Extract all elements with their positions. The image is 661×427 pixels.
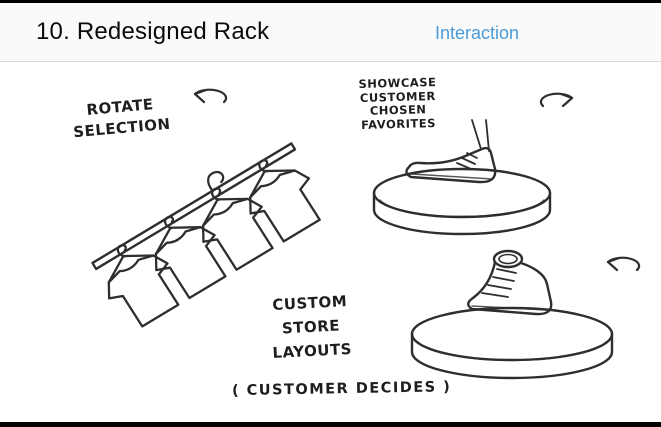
tshirt-hanger-icon — [87, 228, 190, 335]
tshirt-hanger-icon — [134, 200, 237, 307]
rotate-arrow-icon — [193, 88, 228, 104]
tshirt-rack-sketch — [87, 142, 332, 335]
tshirt-hanger-icon — [229, 143, 332, 250]
nav-tab-interaction[interactable]: Interaction — [435, 23, 520, 43]
sneaker-icon — [405, 119, 497, 184]
turntable-sneaker-sketch — [372, 119, 552, 236]
turntable-hightop-sketch — [410, 249, 614, 380]
rotate-arrow-icon — [539, 92, 574, 108]
hightop-shoe-icon — [467, 249, 553, 316]
sketch-canvas: ROTATE SELECTION SHOWCASE CUSTOMER CHOSE… — [0, 63, 661, 422]
tshirt-hanger-icon — [181, 171, 285, 279]
page-header: 10. Redesigned Rack Interaction — [0, 3, 661, 62]
page-title: 10. Redesigned Rack — [36, 18, 270, 45]
rotate-arrow-icon — [606, 256, 641, 272]
